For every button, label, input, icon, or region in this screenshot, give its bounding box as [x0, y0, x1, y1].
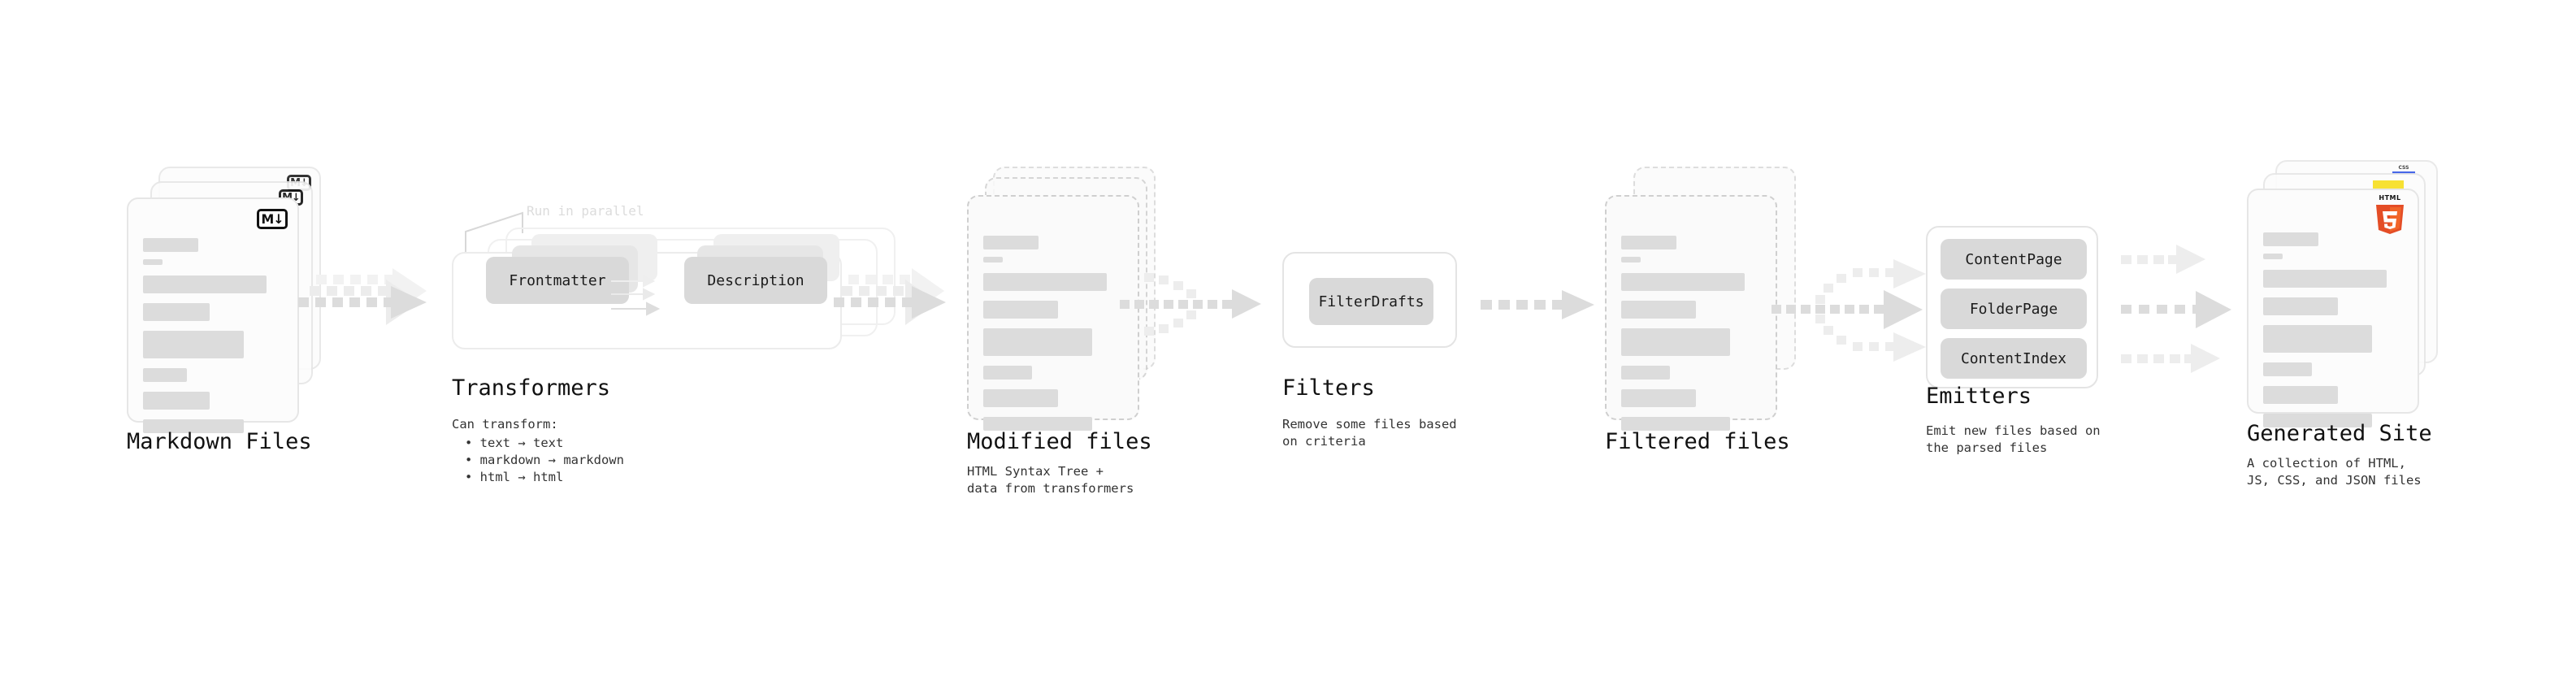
emitter-chip-folderpage[interactable]: FolderPage	[1941, 288, 2087, 329]
run-in-parallel-callout-line	[465, 211, 523, 258]
markdown-files-title: Markdown Files	[127, 429, 312, 454]
arrow-md-to-transformers	[298, 268, 427, 325]
arrow-filtered-to-emitters	[1772, 259, 1926, 362]
css-icon-label: CSS	[2398, 165, 2409, 171]
filters-box: FilterDrafts	[1282, 252, 1457, 348]
transformers-bullet-2: • html → html	[465, 470, 564, 484]
emitter-chip-contentpage[interactable]: ContentPage	[1941, 239, 2087, 280]
generated-site-card-front: HTML	[2247, 189, 2419, 427]
emitters-description: Emit new files based on the parsed files	[1926, 423, 2101, 455]
modified-files-title: Modified files	[967, 429, 1152, 454]
transformers-bullet-0: • text → text	[465, 436, 564, 450]
arrow-modified-to-filters	[1120, 273, 1261, 336]
arrow-transformers-to-modified	[834, 268, 946, 325]
transformer-chip-description[interactable]: Description	[684, 257, 827, 304]
run-in-parallel-note: Run in parallel	[527, 203, 644, 219]
filtered-files-title: Filtered files	[1605, 429, 1790, 454]
transformer-chip-frontmatter[interactable]: Frontmatter	[486, 257, 629, 304]
transformers-box-front: Frontmatter Description	[452, 234, 842, 349]
transformers-description: Can transform:	[452, 417, 558, 432]
filter-chip-filterdrafts[interactable]: FilterDrafts	[1309, 278, 1433, 325]
emitters-box: ContentPage FolderPage ContentIndex	[1926, 226, 2098, 388]
modified-files-description: HTML Syntax Tree + data from transformer…	[967, 464, 1134, 496]
filters-title: Filters	[1282, 375, 1375, 401]
modified-file-card-front	[967, 195, 1139, 431]
transformers-bullet-1: • markdown → markdown	[465, 453, 624, 467]
generated-site-description: A collection of HTML, JS, CSS, and JSON …	[2247, 456, 2422, 488]
filtered-file-card-front	[1605, 195, 1777, 431]
transformer-inner-arrows	[611, 275, 661, 316]
css-icon: CSS	[2392, 166, 2415, 176]
transformers-bullets: • text → text • markdown → markdown • ht…	[465, 435, 624, 486]
generated-site-title: Generated Site	[2247, 421, 2432, 446]
filters-description: Remove some files based on criteria	[1282, 417, 1457, 449]
arrow-filters-to-filtered	[1481, 290, 1594, 319]
html5-icon-label: HTML	[2379, 194, 2401, 202]
emitters-title: Emitters	[1926, 384, 2032, 409]
transformers-title: Transformers	[452, 375, 611, 401]
html5-icon: HTML	[2374, 194, 2406, 234]
markdown-file-card-front: M↓	[127, 197, 299, 433]
arrow-emitters-to-site	[2121, 245, 2231, 373]
markdown-icon: M↓	[257, 209, 288, 229]
emitter-chip-contentindex[interactable]: ContentIndex	[1941, 338, 2087, 379]
